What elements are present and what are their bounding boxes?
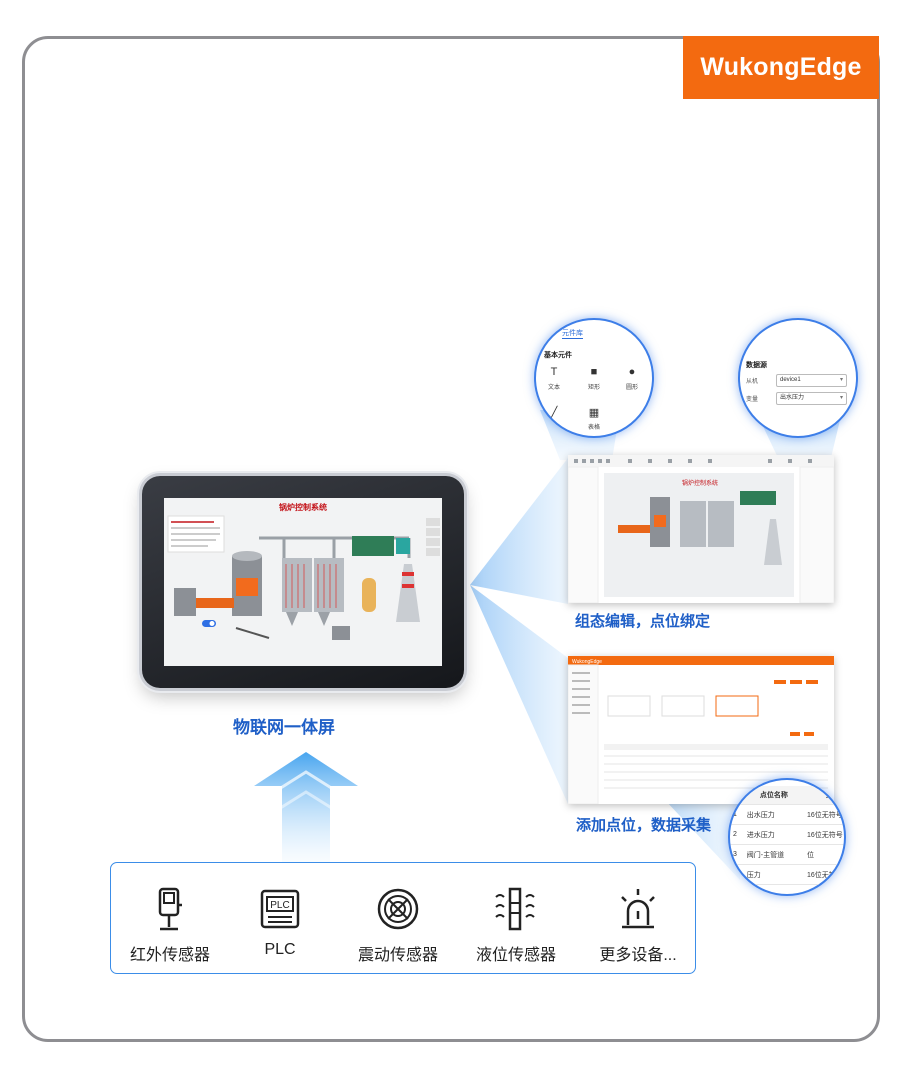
circle-element-label: 圆形 [625,385,638,391]
collection-app-name: WukongEdge [572,659,602,665]
device-label: PLC [264,941,296,958]
table-row[interactable]: 压力 16位无符 [730,864,844,885]
infrared-sensor-icon [158,887,182,931]
vibration-sensor-icon [377,888,419,930]
device-level[interactable]: 液位传感器 [461,887,571,965]
brand-badge: WukongEdge [683,36,879,99]
point-table-magnifier: 点位名称 数据 1 出水压力 16位无符号 2 进水压力 16位无符号 3 阀门… [728,778,846,896]
text-element-label: 文本 [547,385,560,391]
device-label: 更多设备... [599,947,677,964]
variable-label: 变量 [746,397,759,403]
device-vibration[interactable]: 震动传感器 [343,887,453,965]
svg-text:PLC: PLC [270,900,289,911]
device-label: 红外传感器 [129,947,210,964]
alarm-light-icon [621,889,655,929]
element-library-magnifier: 元件库 基本元件 T 文本 ■ 矩形 ● 圆形 ╱ 线 ▦ 表格 [534,318,654,438]
text-element-icon[interactable]: T [550,366,558,378]
tablet-screen: 锅炉控制系统 [164,498,442,666]
device-plc[interactable]: PLC PLC [225,887,335,959]
circle-element-icon[interactable]: ● [628,366,636,378]
variable-select[interactable]: 出水压力 [776,392,847,405]
line-element-label: 线 [550,425,557,431]
col-data-type: 数据 [803,786,844,805]
element-library-tab[interactable]: 元件库 [562,330,583,339]
device-label: 震动传感器 [357,947,438,964]
table-element-icon[interactable]: ▦ [588,407,600,419]
table-row[interactable]: 阀门 [730,884,844,894]
table-row[interactable]: 1 出水压力 16位无符号 [730,804,844,825]
plc-icon: PLC [260,889,300,929]
screen-title: 锅炉控制系统 [279,503,327,512]
device-label: 液位传感器 [475,947,556,964]
device-infrared[interactable]: 红外传感器 [115,887,225,965]
boiler-diagram [167,515,440,640]
slave-label: 从机 [746,379,759,385]
editor-caption: 组态编辑，点位绑定 [575,613,711,630]
element-library-section: 基本元件 [544,352,572,359]
data-source-magnifier: 数据源 从机 device1 变量 出水压力 [738,318,858,438]
table-row[interactable]: 3 阀门-主管道 位 [730,844,844,865]
tablet-caption: 物联网一体屏 [233,718,335,737]
upload-arrow-icon [254,752,358,862]
col-point-name: 点位名称 [743,786,804,805]
collection-app: WukongEdge [568,656,834,804]
table-element-label: 表格 [587,425,600,431]
editor-canvas: 锅炉控制系统 [568,455,834,603]
scada-editor-screenshot: 锅炉控制系统 [568,455,834,603]
collection-caption: 添加点位，数据采集 [576,817,712,834]
data-source-title: 数据源 [746,362,767,369]
col-index [730,786,744,805]
rectangle-element-label: 矩形 [587,385,600,391]
iot-tablet: 锅炉控制系统 [142,476,464,688]
line-element-icon[interactable]: ╱ [550,407,558,419]
device-panel: 红外传感器 PLC PLC 震动传感器 液位传感器 [110,862,696,974]
rectangle-element-icon[interactable]: ■ [590,366,598,378]
table-row[interactable]: 2 进水压力 16位无符号 [730,824,844,845]
level-sensor-icon [495,887,535,931]
device-more[interactable]: 更多设备... [583,887,693,965]
point-table: 点位名称 数据 1 出水压力 16位无符号 2 进水压力 16位无符号 3 阀门… [730,786,844,894]
slave-select[interactable]: device1 [776,374,847,387]
svg-text:锅炉控制系统: 锅炉控制系统 [682,479,718,487]
